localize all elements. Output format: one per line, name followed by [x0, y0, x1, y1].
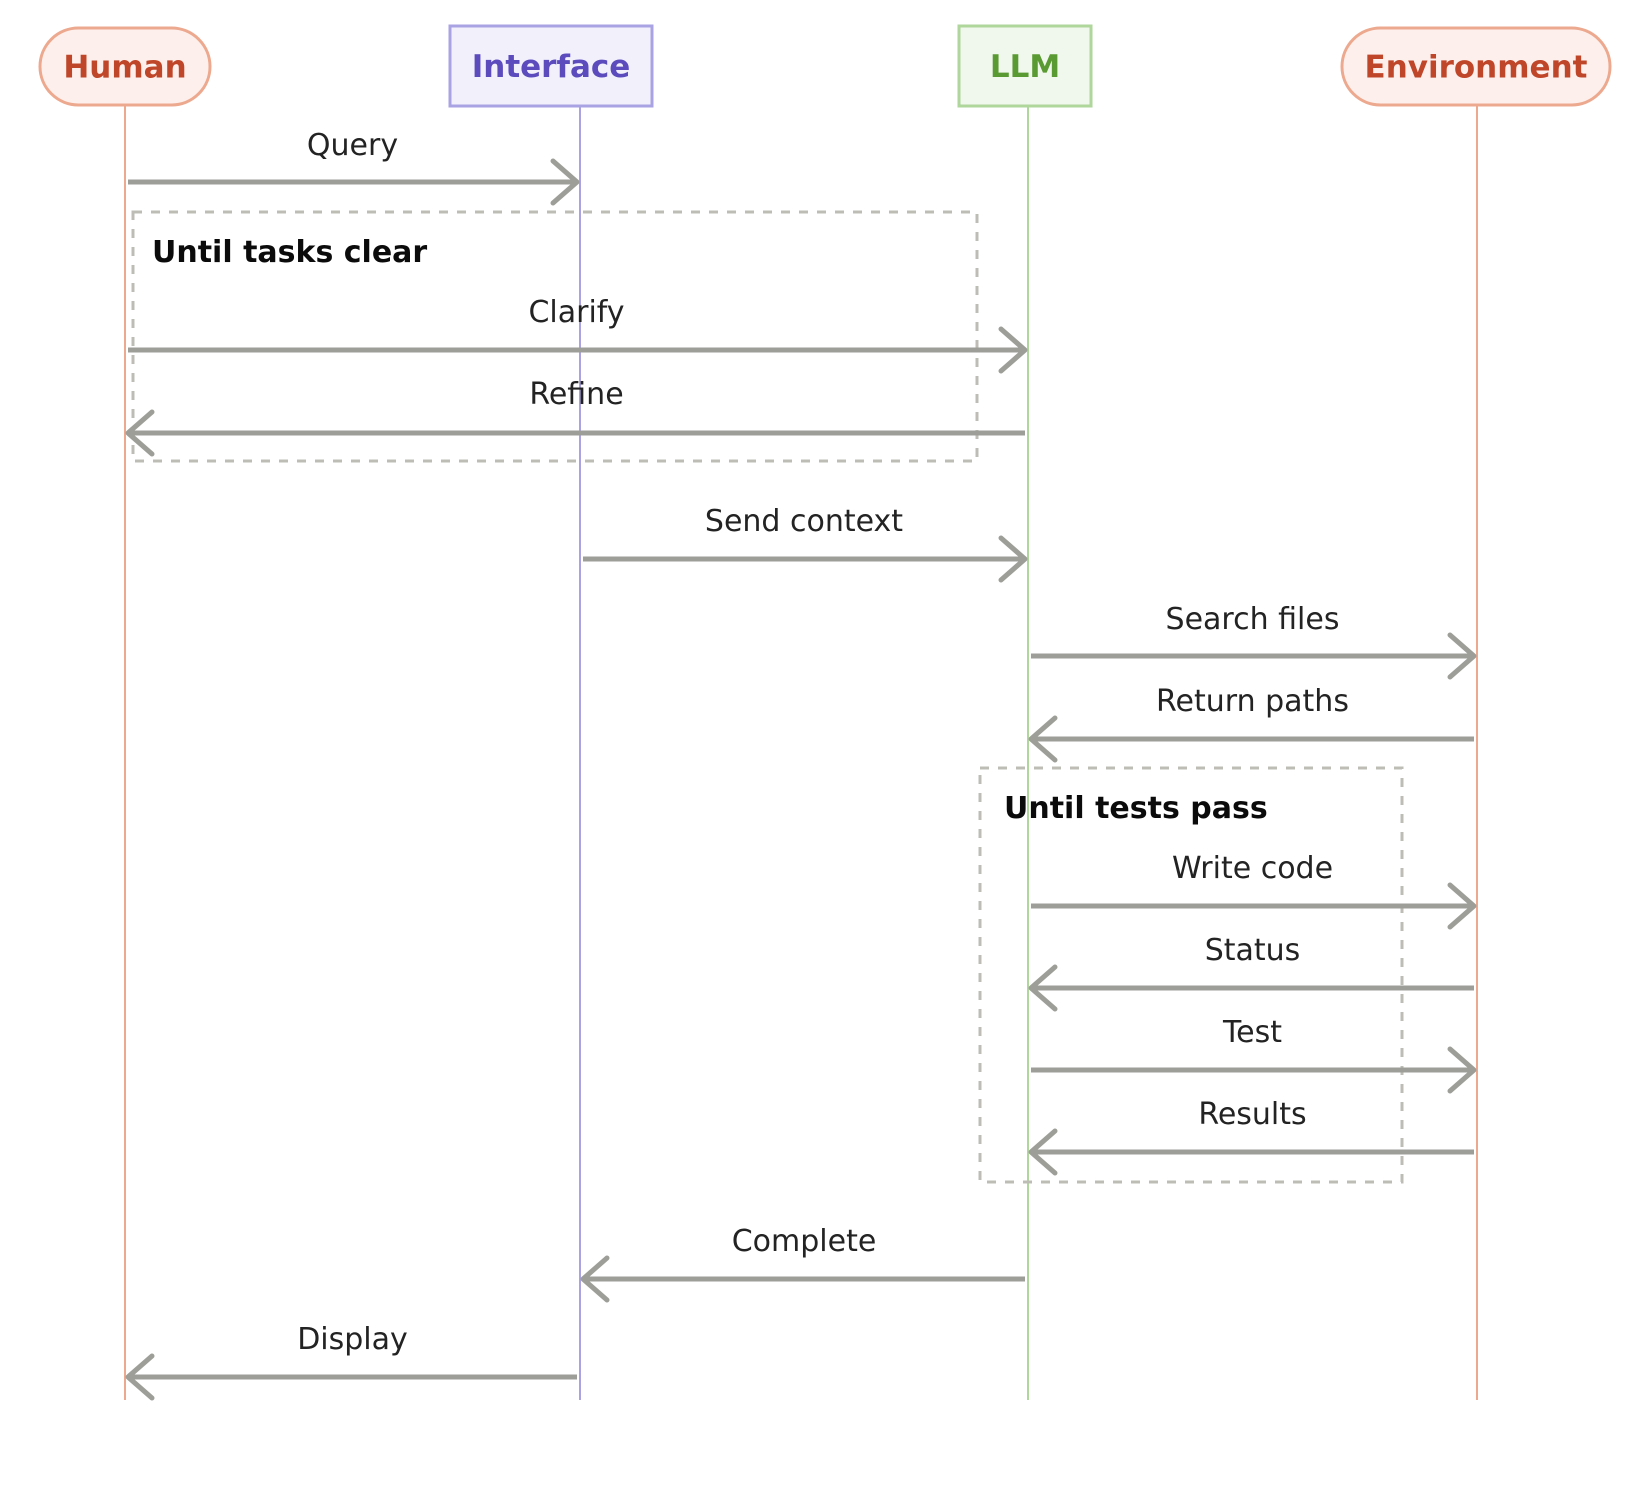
participant-label-llm: LLM — [990, 49, 1060, 85]
message-label-clarify: Clarify — [528, 295, 624, 330]
participant-box-interface[interactable] — [448, 24, 654, 108]
participant-label-interface: Interface — [472, 49, 631, 85]
message-label-refine: Refine — [529, 377, 623, 412]
message-arrowhead-send-context — [998, 535, 1028, 583]
message-return-paths: Return paths — [1028, 684, 1474, 763]
lifelines-layer — [124, 106, 1478, 1400]
message-arrowhead-return-paths — [1028, 715, 1058, 763]
message-status: Status — [1028, 933, 1474, 1012]
message-label-test: Test — [1222, 1015, 1282, 1050]
message-arrowhead-test — [1447, 1046, 1477, 1094]
loop-frame-until-tests-pass — [978, 766, 1404, 1184]
message-arrowhead-results — [1028, 1128, 1058, 1176]
participant-llm[interactable]: LLM — [957, 24, 1093, 108]
message-query: Query — [128, 128, 580, 206]
participant-human[interactable]: Human — [38, 26, 212, 107]
loop-label-until-tests-pass: Until tests pass — [1004, 791, 1268, 826]
message-label-status: Status — [1205, 933, 1301, 968]
message-test: Test — [1031, 1015, 1477, 1094]
message-arrowhead-status — [1028, 964, 1058, 1012]
message-clarify: Clarify — [128, 295, 1028, 374]
participant-interface[interactable]: Interface — [448, 24, 654, 108]
message-arrowhead-write-code — [1447, 882, 1477, 930]
message-complete: Complete — [580, 1224, 1025, 1303]
participants-layer: Human Interface LLM Environment — [38, 24, 1612, 108]
loop-frame-until-tasks-clear — [131, 210, 979, 463]
message-label-query: Query — [307, 128, 398, 163]
participant-environment[interactable]: Environment — [1340, 26, 1612, 107]
participant-box-llm[interactable] — [957, 24, 1093, 108]
loop-label-until-tasks-clear: Until tasks clear — [152, 235, 427, 270]
participant-box-environment[interactable] — [1340, 26, 1612, 107]
message-refine: Refine — [125, 377, 1025, 457]
message-results: Results — [1028, 1097, 1474, 1176]
message-arrowhead-refine — [125, 409, 155, 457]
message-label-return-paths: Return paths — [1156, 684, 1349, 719]
message-write-code: Write code — [1031, 851, 1477, 930]
message-arrowhead-display — [125, 1353, 155, 1401]
message-display: Display — [125, 1322, 577, 1401]
message-arrowhead-query — [550, 158, 580, 206]
participant-label-environment: Environment — [1365, 50, 1588, 86]
participant-box-human[interactable] — [38, 26, 212, 107]
message-label-display: Display — [297, 1322, 408, 1357]
message-label-search-files: Search files — [1166, 602, 1340, 637]
message-send-context: Send context — [583, 504, 1028, 583]
message-arrowhead-clarify — [998, 326, 1028, 374]
message-search-files: Search files — [1031, 602, 1477, 680]
message-label-write-code: Write code — [1172, 851, 1333, 886]
participant-label-human: Human — [63, 50, 186, 86]
message-label-send-context: Send context — [705, 504, 903, 539]
message-label-complete: Complete — [732, 1224, 877, 1259]
message-arrowhead-complete — [580, 1255, 610, 1303]
message-arrowhead-search-files — [1447, 632, 1477, 680]
message-label-results: Results — [1198, 1097, 1306, 1132]
